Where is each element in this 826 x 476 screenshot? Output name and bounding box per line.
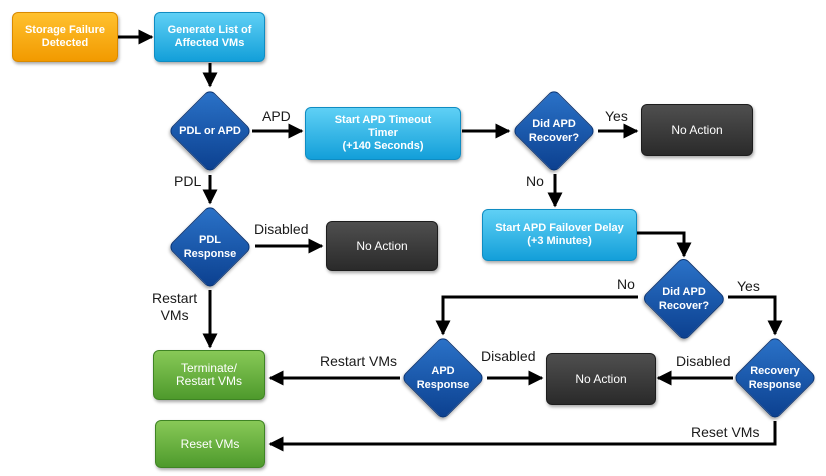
edge-label-disabled-3: Disabled <box>676 353 731 369</box>
no-action-node-1: No Action <box>641 104 753 156</box>
did-apd-recover-label-1: Did APD Recover? <box>528 118 580 144</box>
edge-did-apd-2-no <box>435 295 638 336</box>
pdl-or-apd-decision: PDL or APD <box>166 87 254 175</box>
edge-recovery-reset <box>268 421 777 452</box>
recovery-response-decision: Recovery Response <box>731 334 819 422</box>
edge-label-restart-vms-1: Restart VMs <box>152 290 198 323</box>
pdl-response-label: PDL Response <box>183 234 237 260</box>
storage-failure-detected-node: Storage Failure Detected <box>12 12 118 62</box>
no-action-node-3: No Action <box>546 353 656 405</box>
edge-label-apd: APD <box>262 108 291 124</box>
edge-label-no-2: No <box>617 276 635 292</box>
no-action-node-2: No Action <box>326 221 438 271</box>
edge-label-disabled-2: Disabled <box>481 348 536 364</box>
edge-label-restart-vms-2: Restart VMs <box>320 353 398 369</box>
edge-label-reset-vms: Reset VMs <box>691 424 760 440</box>
recovery-response-label: Recovery Response <box>748 365 802 391</box>
pdl-or-apd-label: PDL or APD <box>179 125 241 137</box>
apd-response-label: APD Response <box>416 365 470 391</box>
reset-vms-node: Reset VMs <box>155 420 265 468</box>
edge-label-yes-2: Yes <box>737 278 760 294</box>
edge-did-apd-2-yes <box>728 295 783 336</box>
start-apd-failover-node: Start APD Failover Delay (+3 Minutes) <box>482 209 637 261</box>
edge-label-yes-1: Yes <box>605 108 628 124</box>
pdl-response-decision: PDL Response <box>166 203 254 291</box>
edge-label-pdl: PDL <box>174 173 202 189</box>
did-apd-recover-label-2: Did APD Recover? <box>658 286 710 312</box>
terminate-restart-vms-node: Terminate/ Restart VMs <box>153 350 265 400</box>
apd-response-decision: APD Response <box>399 334 487 422</box>
did-apd-recover-decision-1: Did APD Recover? <box>510 87 598 175</box>
edge-failover-to-did-apd-2 <box>637 231 692 258</box>
edge-label-disabled-1: Disabled <box>254 221 309 237</box>
edge-label-no-1: No <box>526 173 544 189</box>
did-apd-recover-decision-2: Did APD Recover? <box>639 255 729 343</box>
generate-list-node: Generate List of Affected VMs <box>154 12 265 62</box>
start-apd-timer-node: Start APD Timeout Timer (+140 Seconds) <box>305 107 461 160</box>
